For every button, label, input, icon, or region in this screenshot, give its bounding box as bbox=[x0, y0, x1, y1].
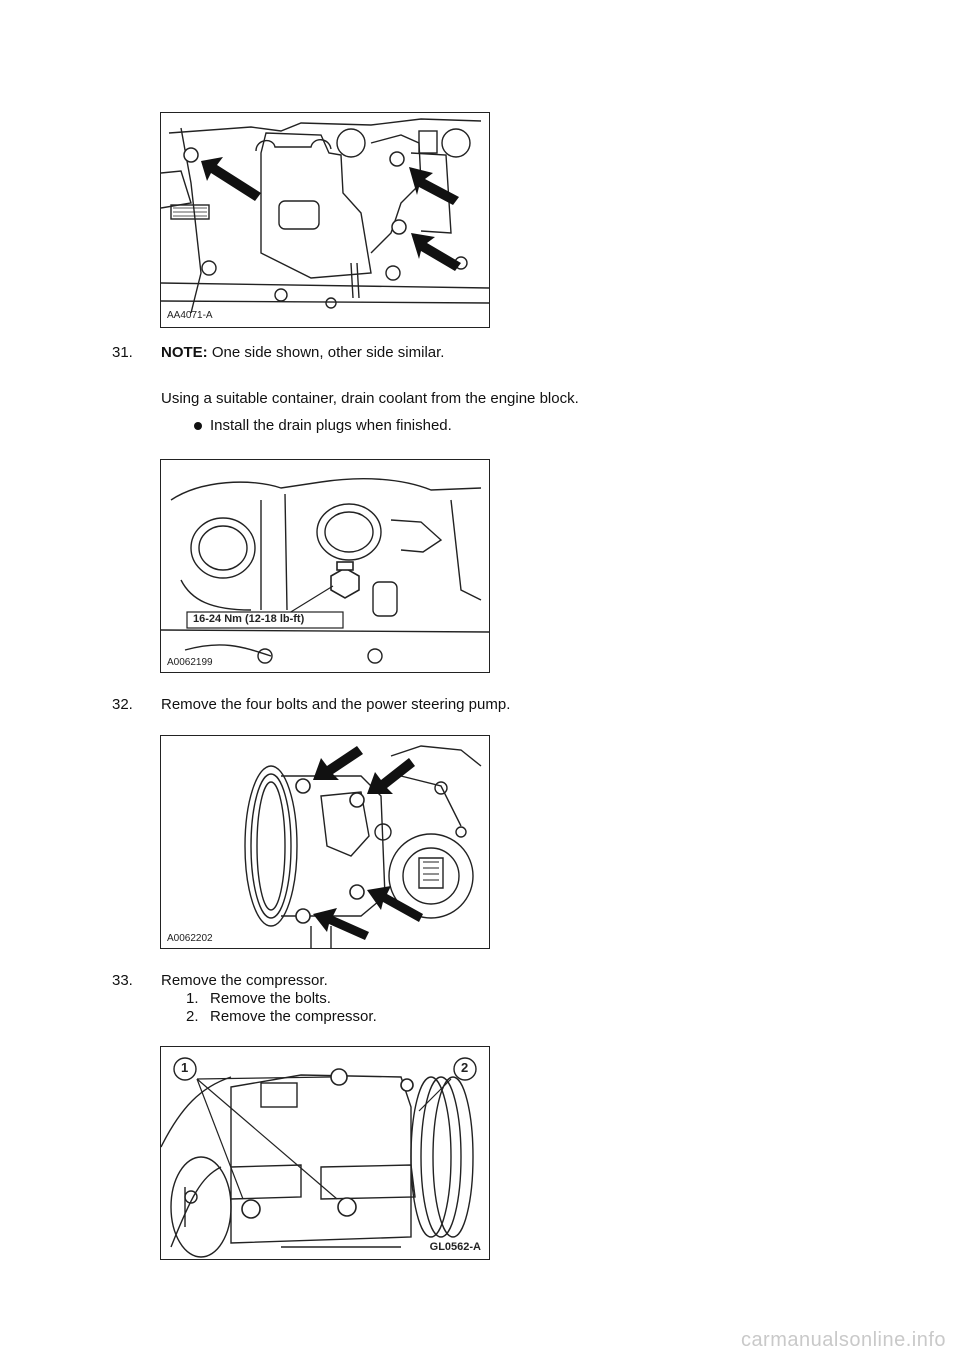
engine-bracket-illustration bbox=[161, 118, 489, 314]
bullet-text: Install the drain plugs when finished. bbox=[210, 417, 452, 434]
power-steering-pump-illustration bbox=[244, 745, 482, 948]
callout-circle bbox=[453, 1057, 477, 1081]
step-text: Remove the compressor. bbox=[161, 972, 328, 989]
figure-code: GL0562-A bbox=[429, 1241, 481, 1253]
step-number: 32. bbox=[112, 696, 133, 713]
footer-watermark: carmanualsonline.info bbox=[740, 1329, 946, 1351]
figure-power-steering-pump: A0062202 bbox=[160, 735, 490, 949]
step-note: NOTE: One side shown, other side similar… bbox=[161, 344, 444, 361]
bolt-markers bbox=[183, 147, 407, 235]
figure-engine-bracket: AA4071-A bbox=[160, 112, 490, 328]
torque-label: 16-24 Nm (12-18 lb-ft) bbox=[193, 613, 305, 625]
figure-code: AA4071-A bbox=[167, 310, 213, 321]
bullet-icon bbox=[194, 422, 202, 430]
step-text: Using a suitable container, drain coolan… bbox=[161, 390, 579, 407]
note-text: One side shown, other side similar. bbox=[207, 344, 445, 361]
callout-circle bbox=[173, 1057, 197, 1081]
arrow-icons bbox=[201, 157, 461, 271]
figure-code: A0062199 bbox=[167, 657, 213, 668]
callout-label: 2 bbox=[461, 1060, 469, 1075]
figure-drain-plug: 16-24 Nm (12-18 lb-ft) A0062199 bbox=[160, 459, 490, 673]
torque-label-box bbox=[186, 611, 344, 629]
substep-number: 2. bbox=[186, 1008, 199, 1025]
substep-text: Remove the compressor. bbox=[210, 1008, 377, 1025]
drain-plug-bolt bbox=[330, 561, 360, 599]
step-number: 33. bbox=[112, 972, 133, 989]
figure-compressor: 1 2 GL0562-A bbox=[160, 1046, 490, 1260]
compressor-illustration bbox=[161, 1057, 477, 1258]
callout-label: 1 bbox=[181, 1060, 189, 1075]
step-number: 31. bbox=[112, 344, 133, 361]
note-label: NOTE: bbox=[161, 344, 208, 361]
bolt-markers bbox=[241, 1068, 414, 1219]
figure-code: A0062202 bbox=[167, 933, 213, 944]
substep-text: Remove the bolts. bbox=[210, 990, 331, 1007]
step-text: Remove the four bolts and the power stee… bbox=[161, 696, 511, 713]
substep-number: 1. bbox=[186, 990, 199, 1007]
drain-plug-illustration bbox=[161, 478, 489, 664]
bolt-markers bbox=[295, 778, 365, 924]
arrow-icons bbox=[313, 746, 423, 940]
